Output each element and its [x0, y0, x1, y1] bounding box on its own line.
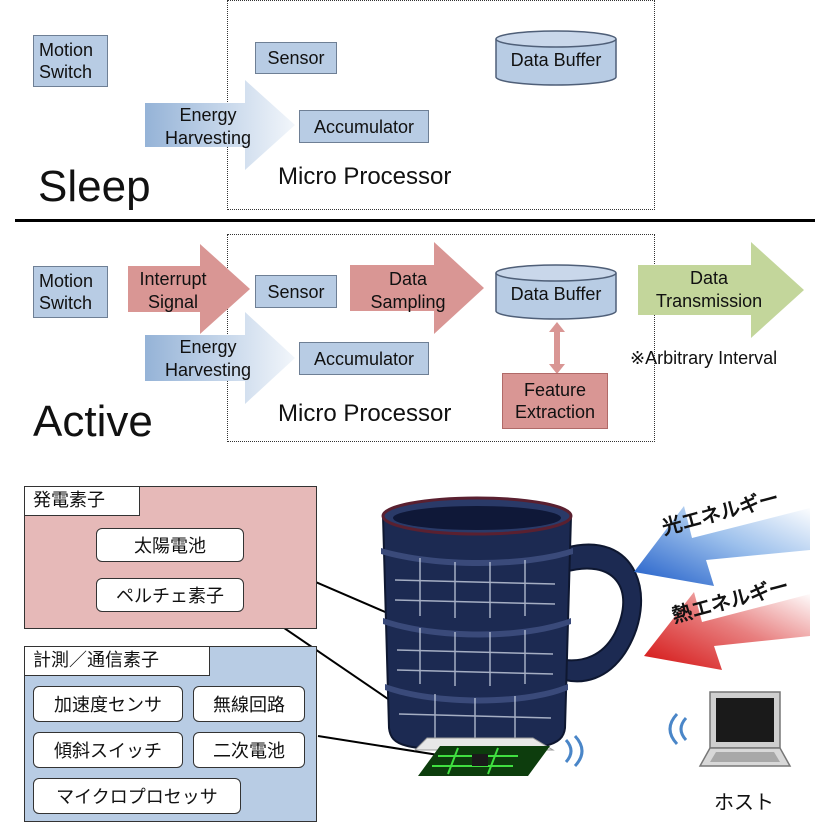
active-energy-harvesting-label: Energy Harvesting: [164, 337, 252, 380]
feature-extraction: Feature Extraction: [502, 373, 608, 429]
sleep-micro-processor-label: Micro Processor: [278, 163, 452, 190]
active-accumulator: Accumulator: [299, 342, 429, 375]
sleep-accumulator: Accumulator: [299, 110, 429, 143]
solar-cell-item: 太陽電池: [96, 528, 244, 562]
data-sampling-label: Data Sampling: [370, 269, 446, 312]
power-generation-title: 発電素子: [24, 486, 140, 516]
light-energy-arrow: [634, 506, 810, 586]
sleep-data-buffer-cylinder: [495, 30, 617, 86]
microprocessor-item: マイクロプロセッサ: [33, 778, 241, 814]
host-label: ホスト: [714, 792, 774, 814]
arbitrary-interval-note: ※Arbitrary Interval: [630, 348, 778, 368]
mug-illustration: [381, 496, 642, 752]
active-data-buffer-label: Data Buffer: [510, 284, 602, 304]
data-sampling-arrow: [350, 242, 484, 334]
sleep-title: Sleep: [38, 162, 151, 211]
wireless-circuit-item: 無線回路: [193, 686, 305, 722]
active-motion-switch: Motion Switch: [33, 266, 108, 318]
mug-wireless-icon: [564, 734, 584, 768]
measurement-title: 計測／通信素子: [24, 646, 210, 676]
active-micro-processor-label: Micro Processor: [278, 400, 452, 427]
peltier-element-item: ペルチェ素子: [96, 578, 244, 612]
sleep-energy-harvesting-label: Energy Harvesting: [164, 105, 252, 148]
sleep-energy-harvesting-arrow: [145, 80, 295, 170]
data-transmission-arrow: [638, 242, 804, 338]
active-data-buffer-cylinder: [495, 264, 617, 320]
host-wireless-icon: [668, 712, 688, 746]
active-sensor: Sensor: [255, 275, 337, 308]
tilt-switch-item: 傾斜スイッチ: [33, 732, 183, 768]
sleep-sensor: Sensor: [255, 42, 337, 74]
interrupt-signal-arrow: [128, 244, 250, 334]
buffer-feature-double-arrow: [549, 322, 565, 374]
secondary-battery-item: 二次電池: [193, 732, 305, 768]
interrupt-signal-label: Interrupt Signal: [139, 269, 207, 312]
heat-energy-arrow: [644, 592, 810, 670]
data-transmission-label: Data Transmission: [655, 268, 763, 311]
host-laptop: [698, 691, 792, 767]
active-energy-harvesting-arrow: [145, 312, 295, 404]
sleep-data-buffer-label: Data Buffer: [510, 50, 602, 70]
circuit-board: [418, 746, 550, 776]
section-divider: [15, 219, 815, 222]
active-title: Active: [33, 397, 153, 446]
accelerometer-item: 加速度センサ: [33, 686, 183, 722]
sleep-motion-switch: Motion Switch: [33, 35, 108, 87]
